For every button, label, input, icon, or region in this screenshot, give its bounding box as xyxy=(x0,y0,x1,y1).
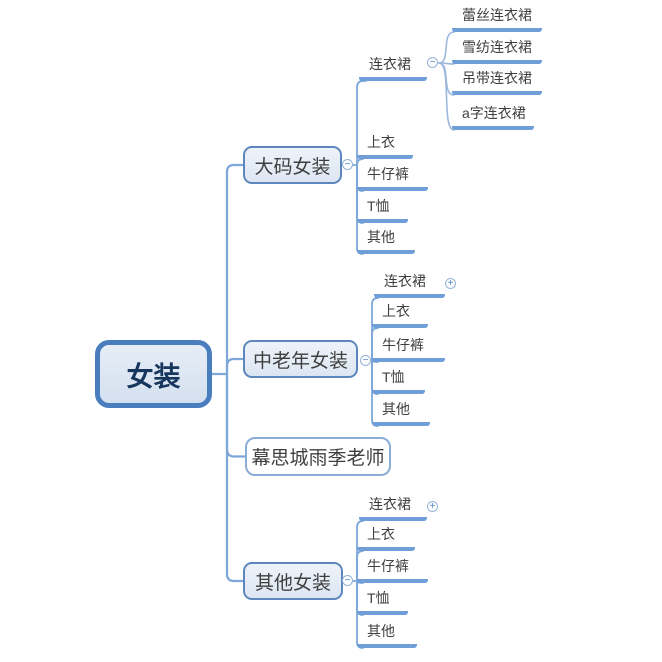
subtopic-1-1[interactable]: 连衣裙 xyxy=(359,54,427,81)
subtopic-1-4[interactable]: T恤 xyxy=(357,196,408,223)
subtopic-4-1[interactable]: 连衣裙 xyxy=(359,494,427,521)
collapse-minus-icon[interactable]: − xyxy=(342,575,353,586)
leaf-topic-1-1-4[interactable]: a字连衣裙 xyxy=(452,103,534,130)
subtopic-4-3[interactable]: 牛仔裤 xyxy=(357,556,428,583)
subtopic-2-1[interactable]: 连衣裙 xyxy=(374,271,445,298)
subtopic-2-4[interactable]: T恤 xyxy=(372,367,425,394)
subtopic-4-2[interactable]: 上衣 xyxy=(357,524,415,551)
collapse-minus-icon[interactable]: − xyxy=(360,355,371,366)
subtopic-2-5[interactable]: 其他 xyxy=(372,399,430,426)
expand-plus-icon[interactable]: + xyxy=(427,501,438,512)
subtopic-2-3[interactable]: 牛仔裤 xyxy=(372,335,445,362)
subtopic-4-4[interactable]: T恤 xyxy=(357,588,408,615)
collapse-minus-icon[interactable]: − xyxy=(342,159,353,170)
branch-topic-2[interactable]: 中老年女装 xyxy=(243,340,358,378)
subtopic-4-5[interactable]: 其他 xyxy=(357,621,417,648)
subtopic-1-5[interactable]: 其他 xyxy=(357,227,415,254)
subtopic-1-2[interactable]: 上衣 xyxy=(357,132,413,159)
leaf-topic-1-1-3[interactable]: 吊带连衣裙 xyxy=(452,68,542,95)
leaf-topic-1-1-2[interactable]: 雪纺连衣裙 xyxy=(452,37,542,64)
subtopic-2-2[interactable]: 上衣 xyxy=(372,301,428,328)
leaf-topic-1-1-1[interactable]: 蕾丝连衣裙 xyxy=(452,5,542,32)
expand-plus-icon[interactable]: + xyxy=(445,278,456,289)
branch-topic-3[interactable]: 幕思城雨季老师 xyxy=(245,437,391,476)
subtopic-1-3[interactable]: 牛仔裤 xyxy=(357,164,428,191)
branch-topic-4[interactable]: 其他女装 xyxy=(243,562,343,600)
branch-topic-1[interactable]: 大码女装 xyxy=(243,146,342,184)
root-topic[interactable]: 女装 xyxy=(95,340,212,408)
collapse-minus-icon[interactable]: − xyxy=(427,57,438,68)
